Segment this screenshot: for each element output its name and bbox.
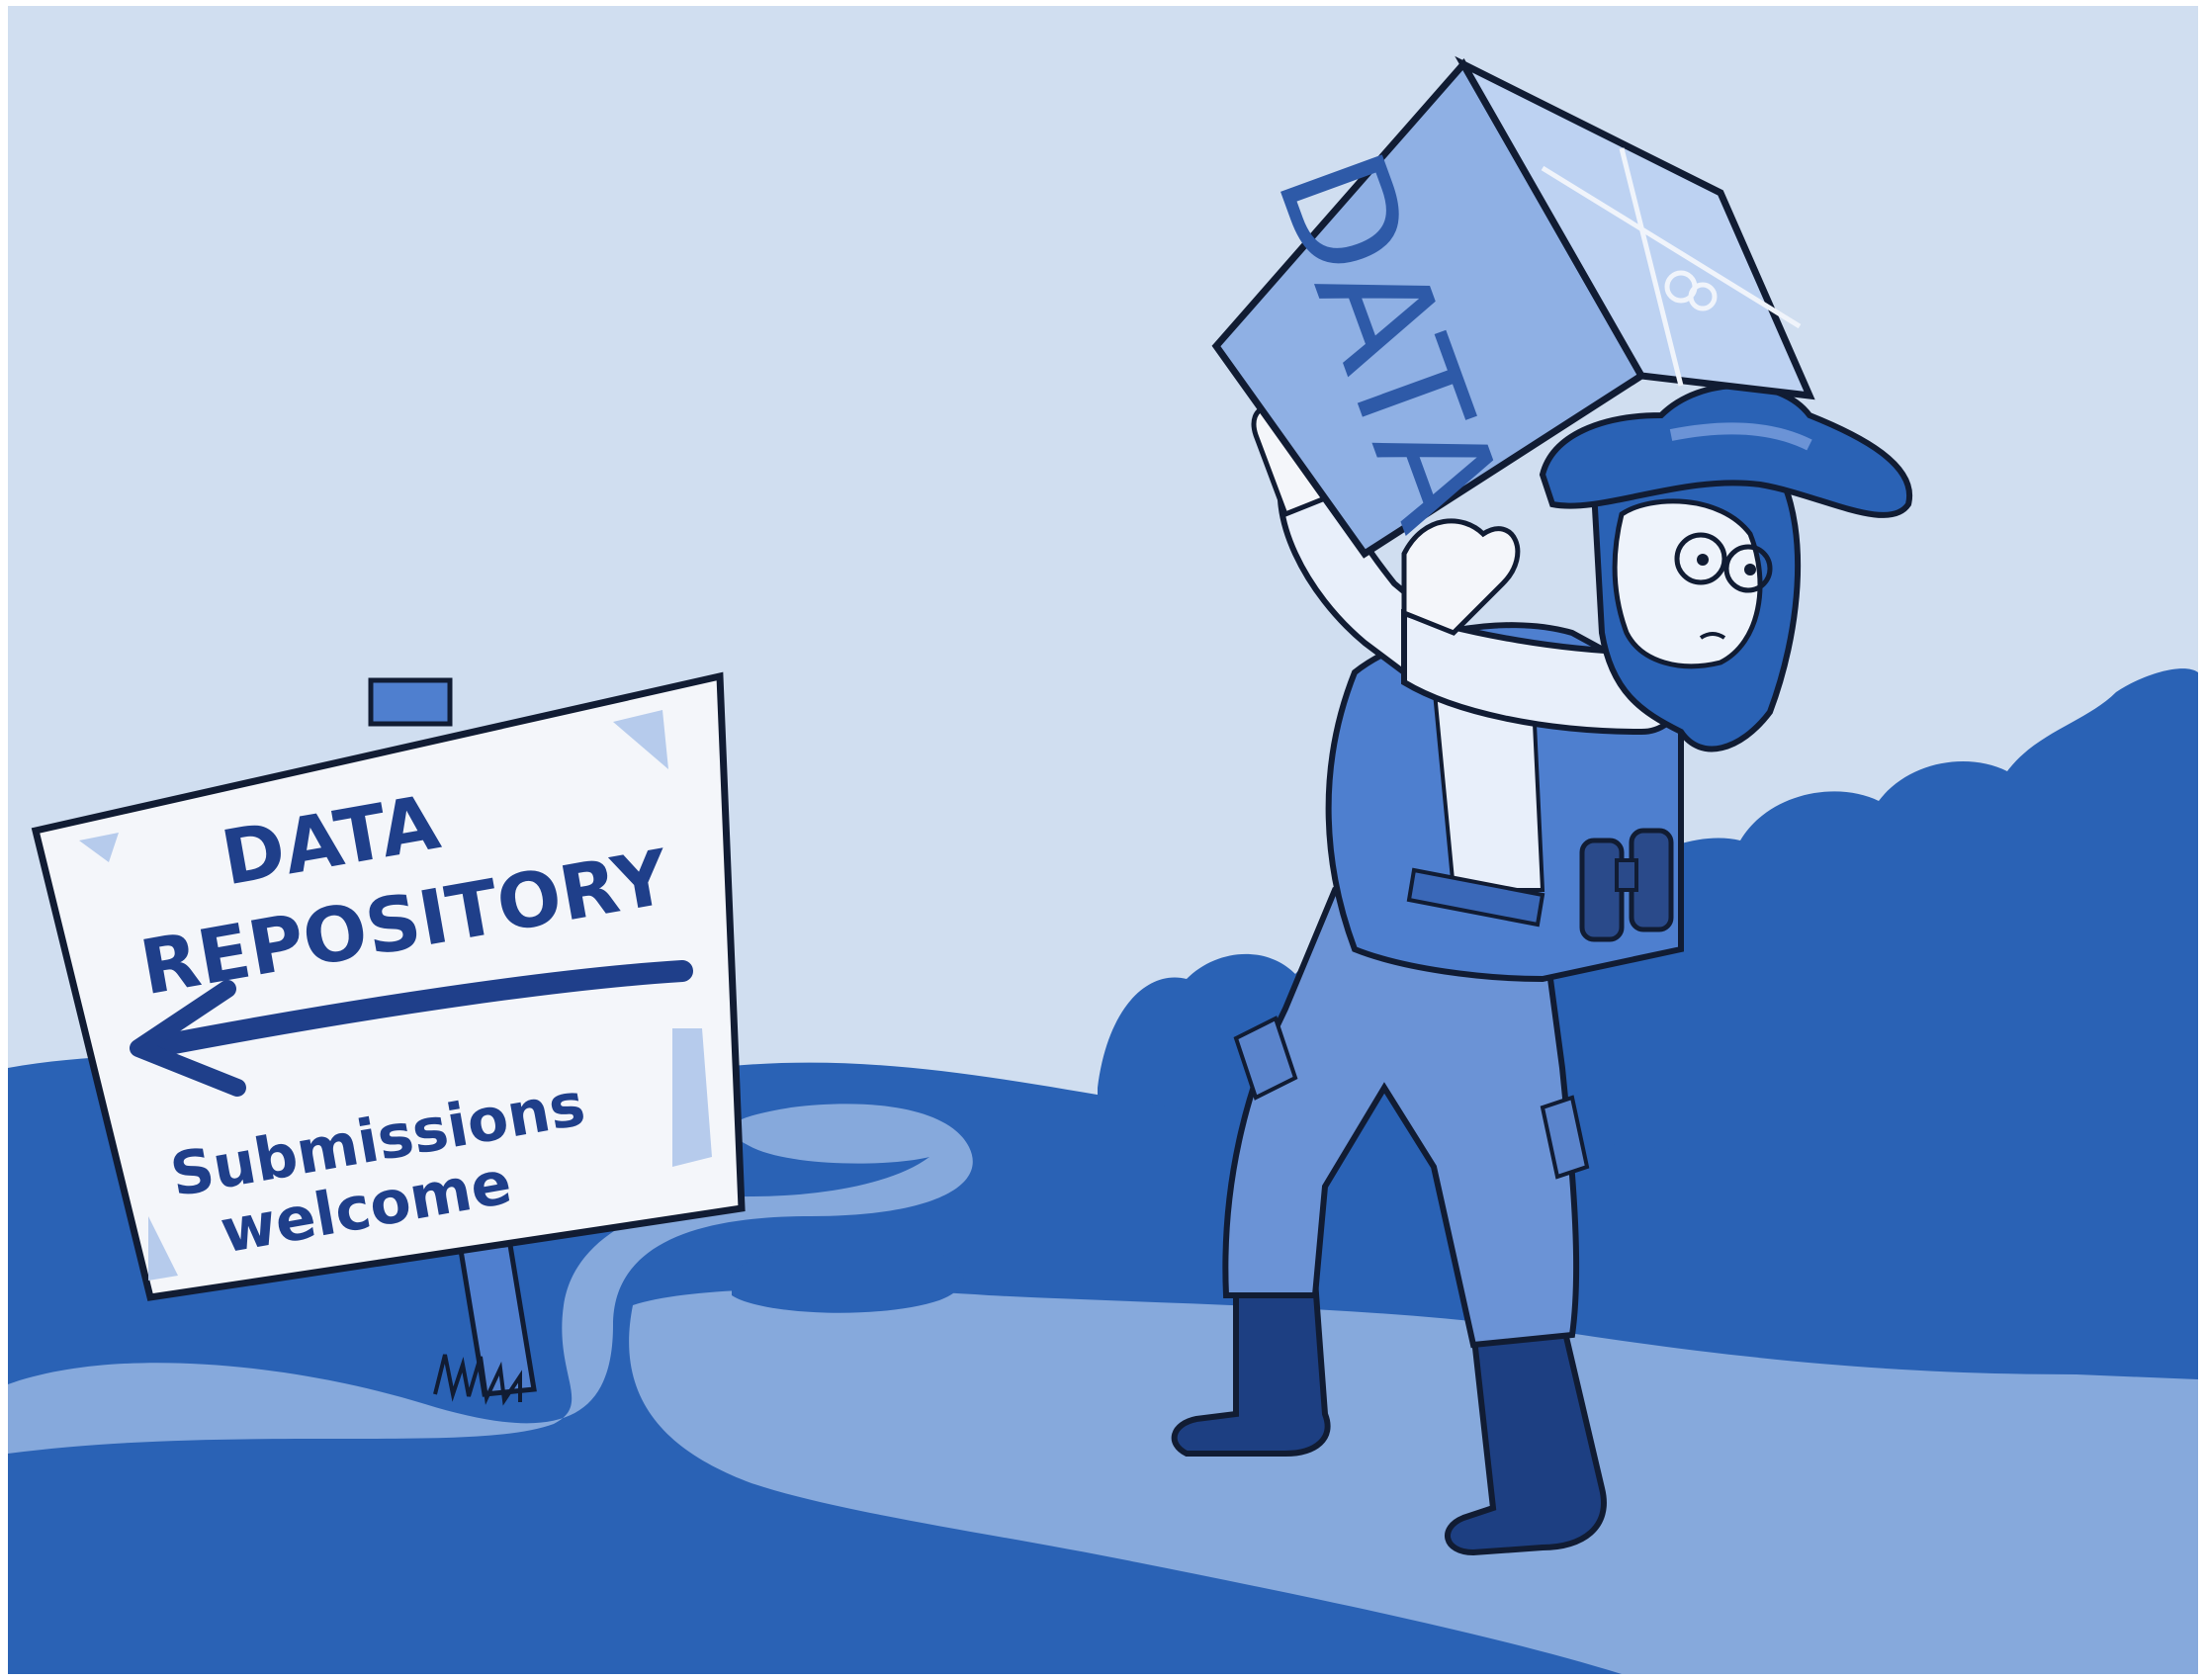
right-hand [1401,518,1521,636]
belt [1406,867,1545,928]
data-box-top [1455,55,1815,400]
left-arrow-icon [130,960,693,1097]
face [1612,498,1763,669]
pants-pocket [1233,1016,1298,1101]
sign-corner-shade [79,833,119,862]
hat-band [1669,422,1812,451]
ribbon-bow-icon [1664,270,1718,311]
pants-pocket [1540,1095,1590,1180]
glasses-icon [1674,532,1773,593]
hat [1539,383,1913,518]
path-inner-dark [732,1243,964,1313]
right-boot [1445,1316,1607,1556]
binoculars-icon [1579,828,1674,942]
left-boot [1171,1277,1331,1457]
data-box-ribbon [1541,147,1802,387]
sign-corner-shade [672,1028,712,1167]
sign-post-top [368,677,453,727]
grass-tuft [433,1354,522,1406]
mouth [1699,632,1726,640]
winding-path [8,1104,973,1454]
sign-corner-shade [148,1216,178,1281]
sign-corner-shade [613,710,668,769]
sign-board [31,671,746,1301]
path-main-area [629,1288,2198,1674]
